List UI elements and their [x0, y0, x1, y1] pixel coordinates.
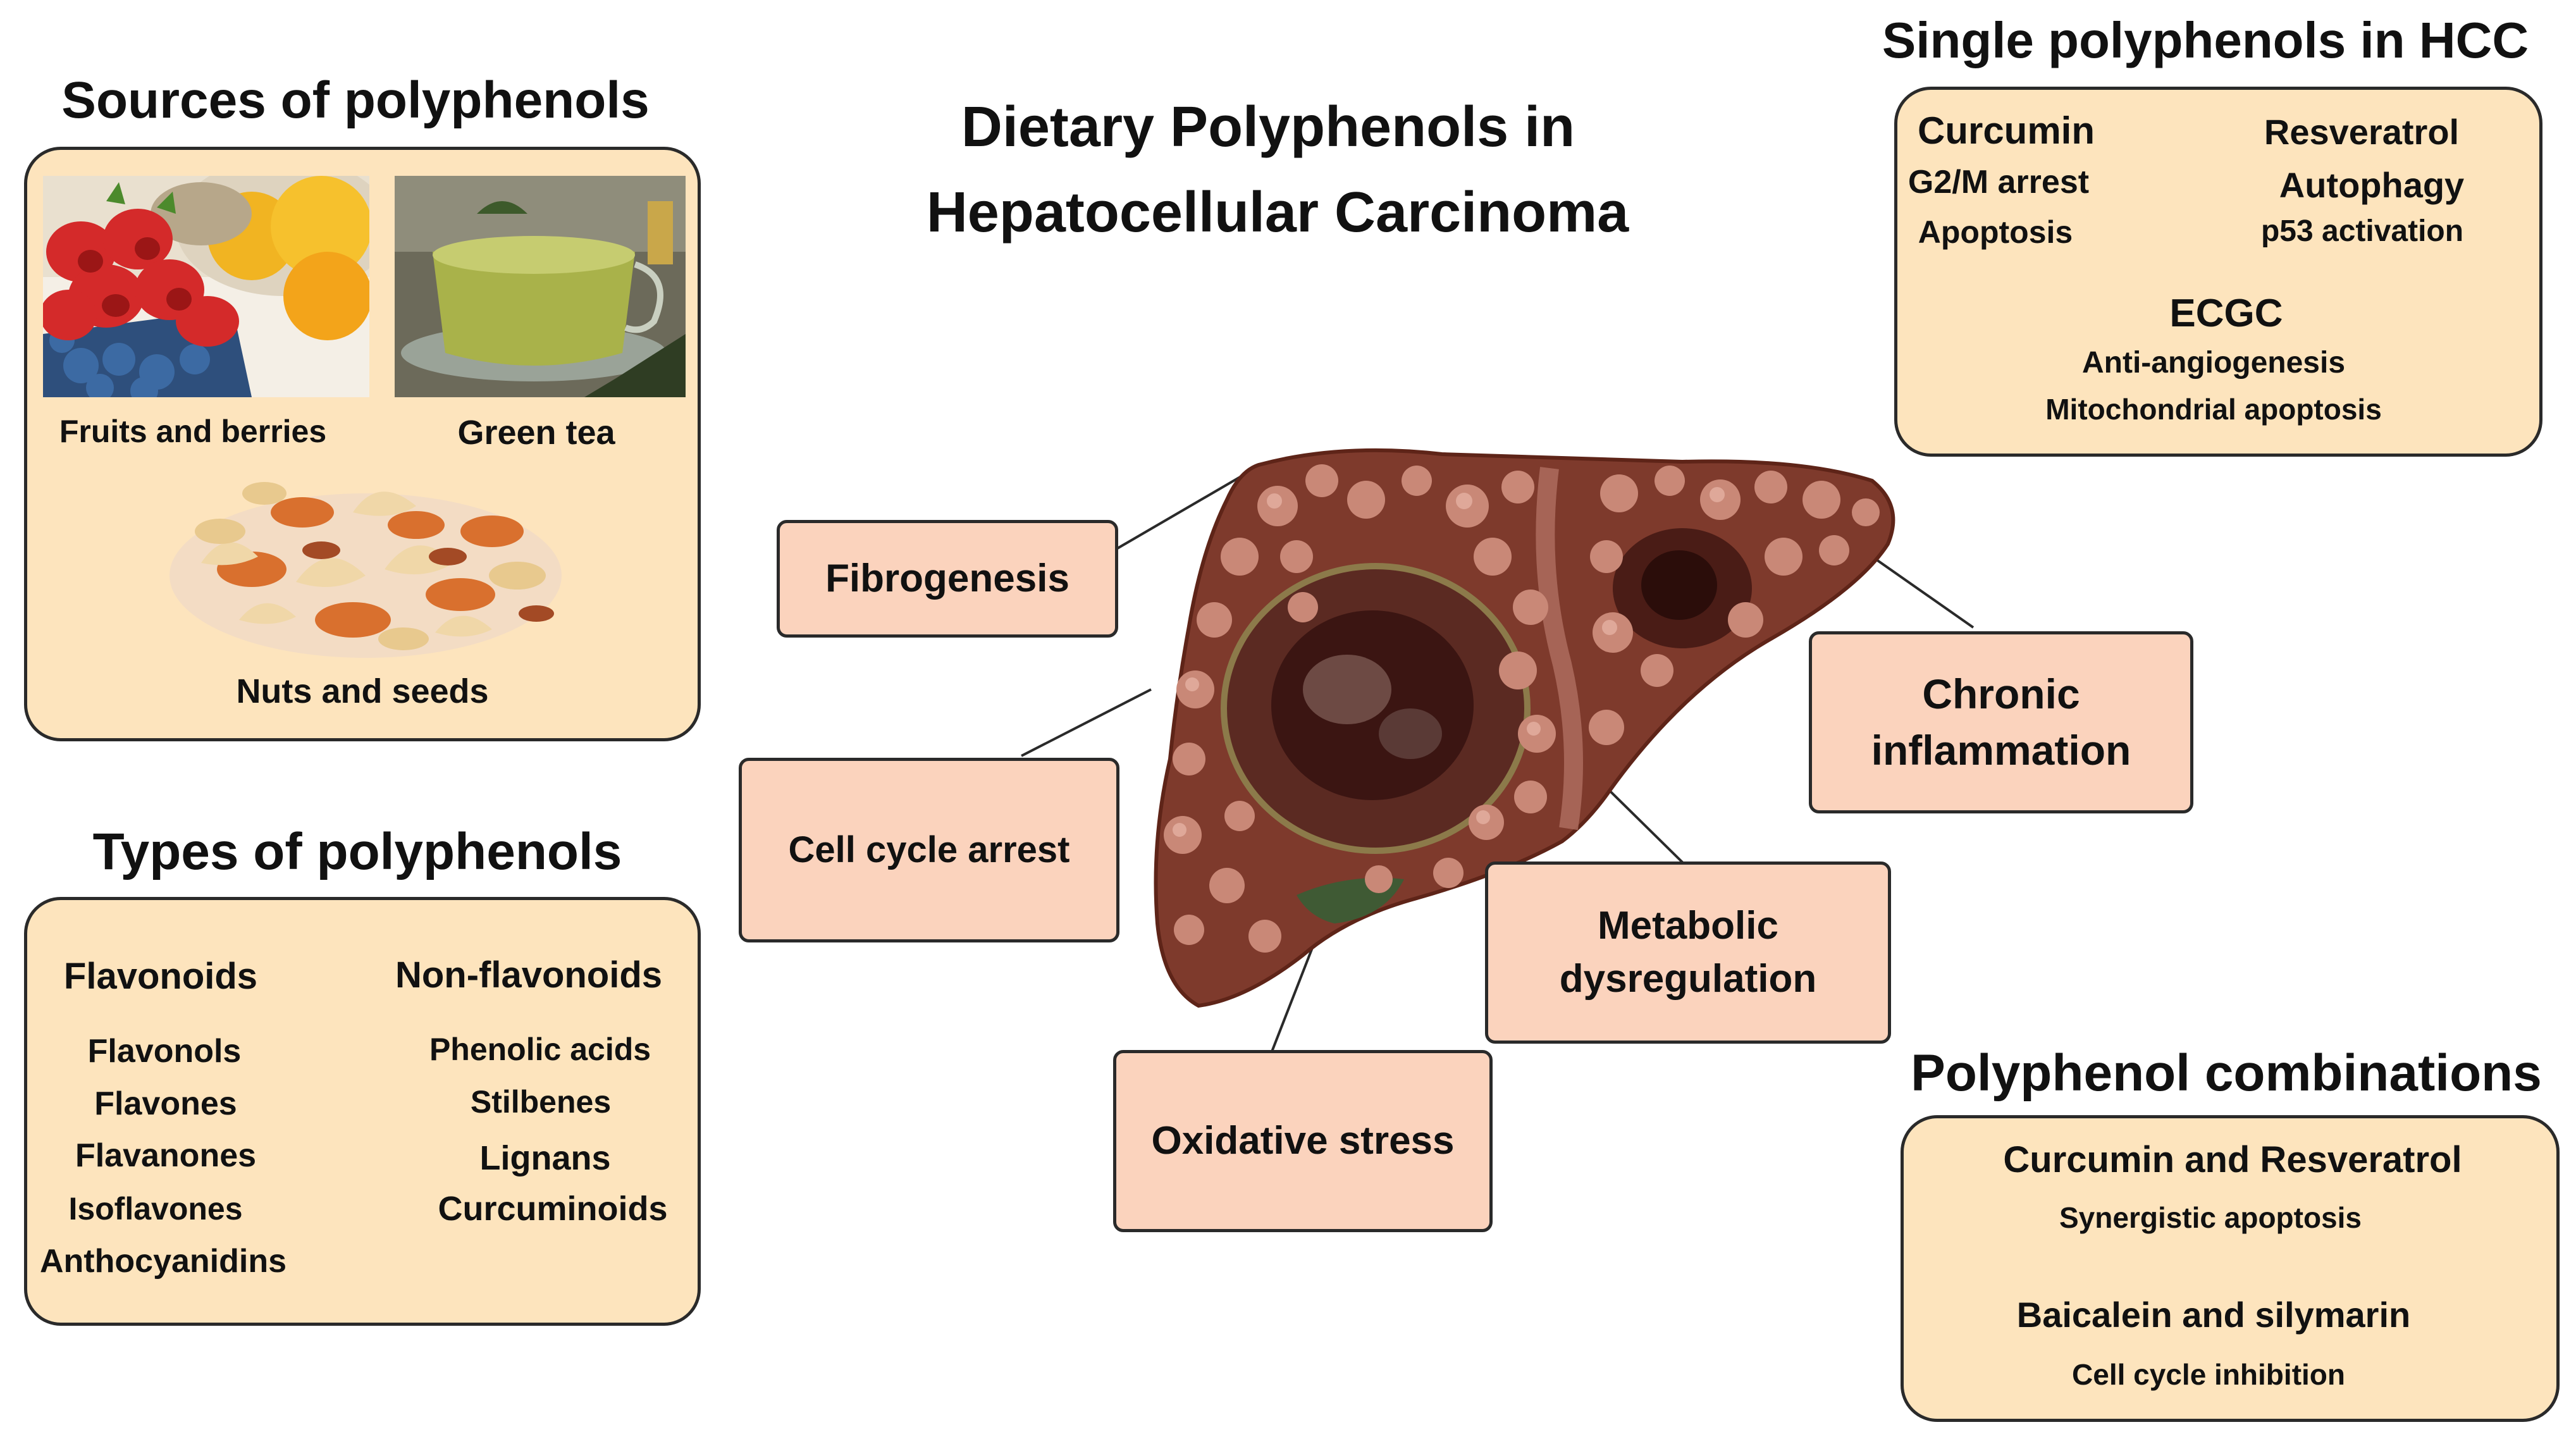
flavonoids-item: Flavonols [87, 1033, 242, 1070]
types-panel [24, 897, 701, 1326]
fruits-berries-image [43, 176, 369, 397]
fruits-berries-label: Fruits and berries [59, 414, 327, 449]
main-title-line2: Hepatocellular Carcinoma [926, 181, 1629, 244]
chronic-label-line2: inflammation [1871, 727, 2131, 774]
non-flavonoids-item: Stilbenes [470, 1084, 612, 1120]
metabolic-label-line2: dysregulation [1559, 957, 1817, 1001]
flavonoids-item: Isoflavones [68, 1191, 243, 1226]
non-flavonoids-item: Curcuminoids [438, 1190, 668, 1228]
sources-title: Sources of polyphenols [61, 71, 650, 129]
combo-baicalein-silymarin-effect: Cell cycle inhibition [2072, 1358, 2345, 1391]
nuts-seeds-image [169, 482, 562, 658]
cell-cycle-arrest-label: Cell cycle arrest [788, 829, 1070, 870]
ecgc-effect: Mitochondrial apoptosis [2045, 393, 2382, 426]
flavonoids-heading: Flavonoids [63, 956, 258, 997]
oxidative-stress-box: Oxidative stress [1113, 1050, 1493, 1232]
single-title: Single polyphenols in HCC [1882, 12, 2529, 68]
green-tea-image [395, 176, 686, 397]
combo-curcumin-resveratrol-effect: Synergistic apoptosis [2059, 1201, 2362, 1234]
non-flavonoids-item: Phenolic acids [429, 1032, 651, 1067]
connector-line [1871, 555, 1975, 629]
nuts-seeds-label: Nuts and seeds [236, 672, 489, 710]
metabolic-dysregulation-box: Metabolic dysregulation [1485, 862, 1891, 1044]
non-flavonoids-heading: Non-flavonoids [395, 954, 663, 996]
combo-curcumin-resveratrol: Curcumin and Resveratrol [2003, 1139, 2462, 1180]
flavonoids-item: Flavones [94, 1085, 237, 1122]
fibrogenesis-box: Fibrogenesis [777, 520, 1118, 638]
ecgc-name: ECGC [2169, 292, 2283, 335]
connector-line [1115, 467, 1257, 550]
metabolic-label-line1: Metabolic [1598, 904, 1778, 948]
resveratrol-effect: p53 activation [2260, 214, 2464, 248]
main-title-line1: Dietary Polyphenols in [961, 96, 1575, 159]
combo-baicalein-silymarin: Baicalein and silymarin [2016, 1295, 2411, 1335]
fibrogenesis-label: Fibrogenesis [825, 557, 1069, 601]
curcumin-effect: G2/M arrest [1907, 164, 2090, 201]
non-flavonoids-item: Lignans [479, 1139, 611, 1177]
combinations-title: Polyphenol combinations [1911, 1044, 2542, 1102]
flavonoids-item: Anthocyanidins [39, 1243, 287, 1280]
connector-line [1021, 688, 1152, 757]
curcumin-effect: Apoptosis [1918, 214, 2073, 250]
single-panel [1894, 87, 2542, 457]
ecgc-effect: Anti-angiogenesis [2081, 346, 2346, 380]
green-tea-label: Green tea [457, 414, 615, 452]
cell-cycle-arrest-box: Cell cycle arrest [739, 758, 1119, 942]
curcumin-name: Curcumin [1917, 109, 2095, 152]
types-title: Types of polyphenols [92, 823, 622, 880]
flavonoids-item: Flavanones [75, 1137, 257, 1174]
chronic-label-line1: Chronic [1922, 670, 2080, 717]
resveratrol-effect: Autophagy [2279, 165, 2465, 205]
connector-line [1608, 789, 1687, 867]
combinations-panel [1901, 1115, 2560, 1422]
resveratrol-name: Resveratrol [2264, 112, 2460, 152]
chronic-inflammation-box: Chronic inflammation [1809, 631, 2193, 813]
oxidative-stress-label: Oxidative stress [1151, 1119, 1455, 1163]
